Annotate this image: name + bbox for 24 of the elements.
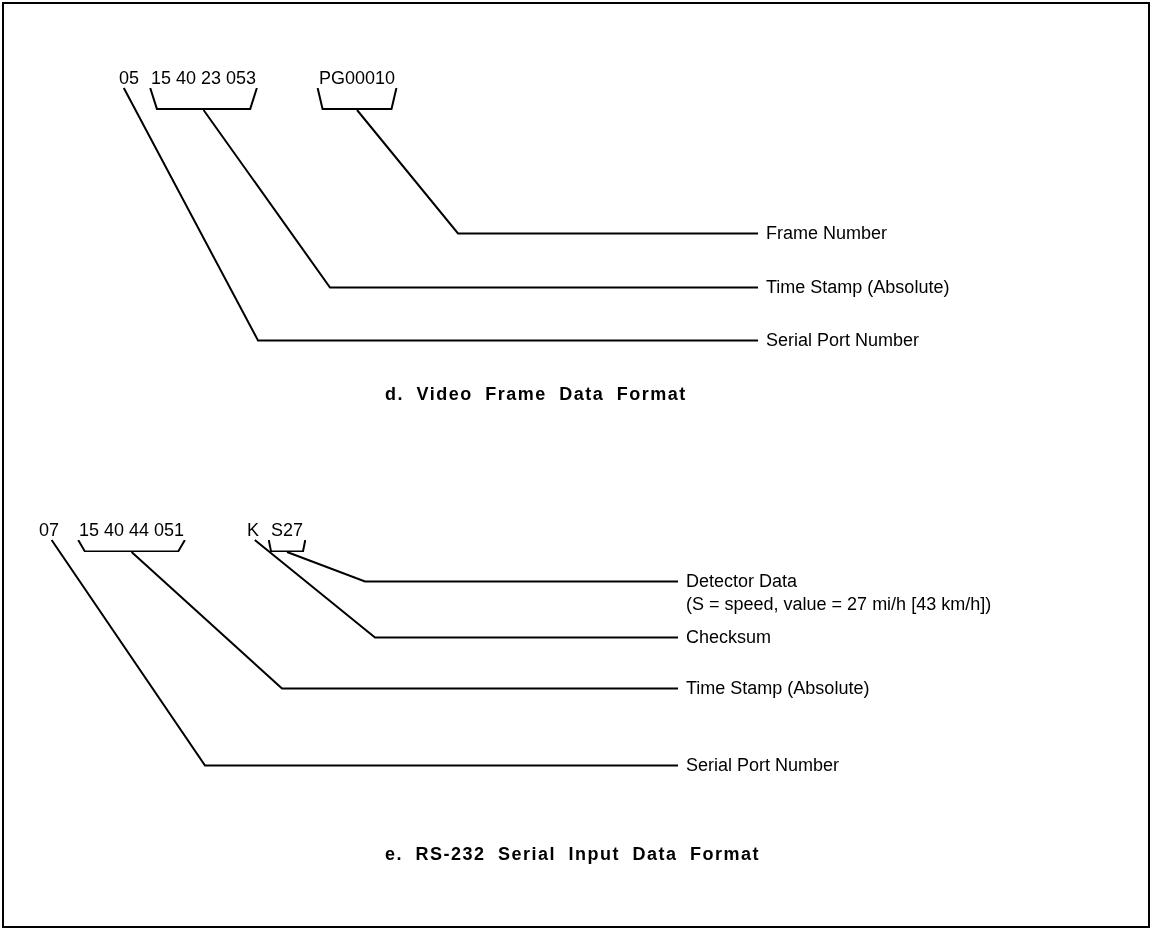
leader-line xyxy=(253,539,679,639)
leader-line xyxy=(50,539,679,767)
field-description: Frame Number xyxy=(766,222,888,245)
data-field-text: 07 xyxy=(39,520,60,540)
data-field-text: K xyxy=(247,520,259,540)
data-field-text: 15 40 44 051 xyxy=(79,520,185,540)
leader-line xyxy=(202,109,759,289)
field-description: Checksum xyxy=(686,626,772,649)
field-description: Detector Data xyxy=(686,570,799,593)
field-description: Serial Port Number xyxy=(686,754,840,777)
field-description: (S = speed, value = 27 mi/h [43 km/h]) xyxy=(686,593,992,616)
data-field-text: 15 40 23 053 xyxy=(151,68,257,88)
leader-line xyxy=(130,551,679,690)
data-field-text: S27 xyxy=(271,520,304,540)
leader-line xyxy=(356,109,759,235)
leader-line xyxy=(286,551,679,583)
data-field-text: PG00010 xyxy=(319,68,396,88)
leader-line xyxy=(122,87,759,342)
format-caption: d. Video Frame Data Format xyxy=(385,384,687,405)
field-description: Serial Port Number xyxy=(766,329,920,352)
data-field-text: 05 xyxy=(119,68,140,88)
format-caption: e. RS-232 Serial Input Data Format xyxy=(385,844,761,865)
field-description: Time Stamp (Absolute) xyxy=(766,276,950,299)
field-description: Time Stamp (Absolute) xyxy=(686,677,870,700)
